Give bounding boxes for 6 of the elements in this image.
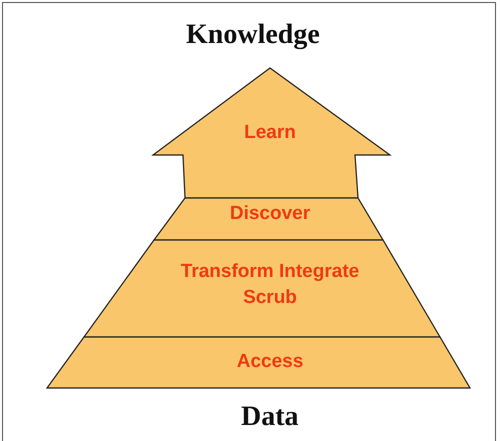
band-label: Discover (228, 202, 312, 226)
band-label: Learn (243, 121, 297, 145)
heading-label: Knowledge (186, 19, 320, 51)
band-label: Access (236, 350, 304, 374)
heading-label: Data (241, 401, 299, 433)
band-label: Transform Integrate Scrub (180, 260, 360, 310)
